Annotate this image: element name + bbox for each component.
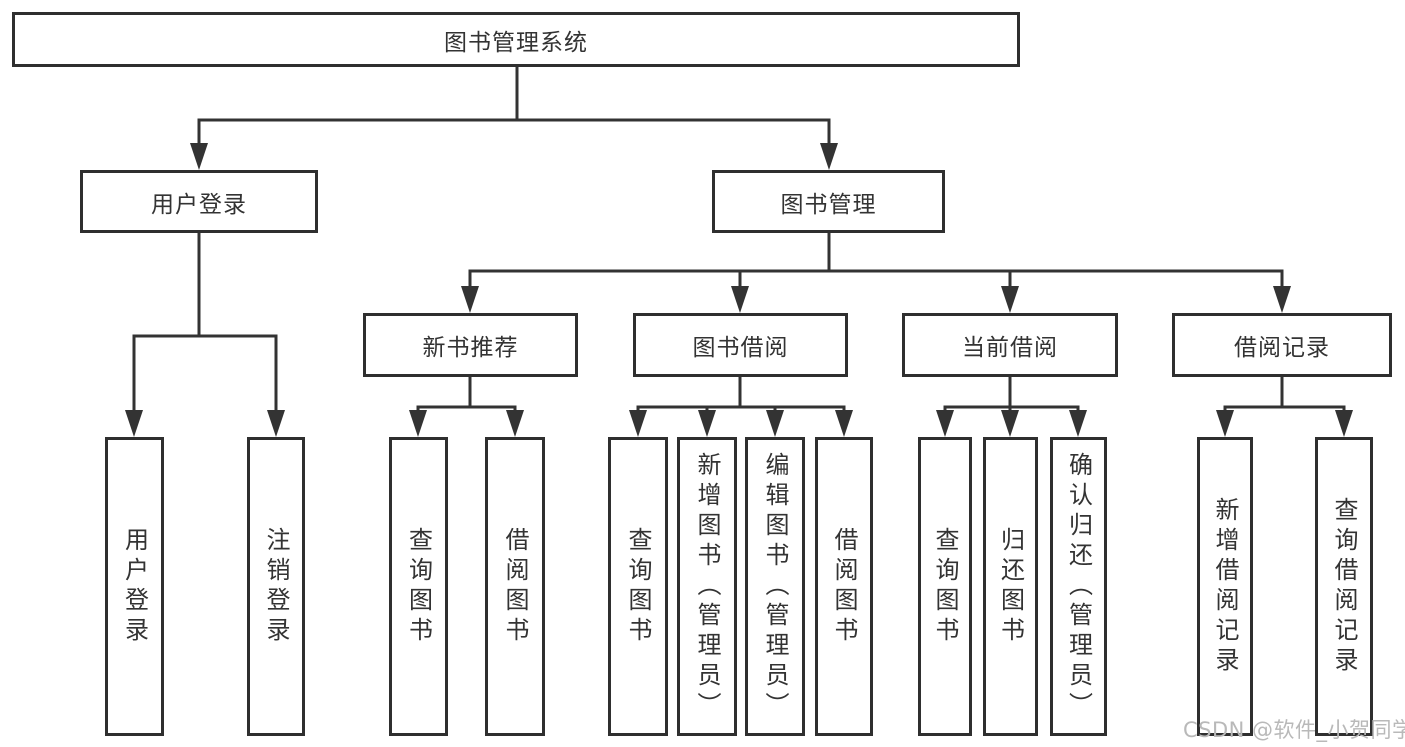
arrowheads [125,143,1353,437]
leaf-user-login-label: 用户登录 [120,526,149,647]
node-current-borrow-label: 当前借阅 [962,335,1058,361]
node-root-label: 图书管理系统 [444,29,588,56]
leaf-current-query-books-label: 查询图书 [931,526,959,647]
leaf-current-confirm-return-admin: 确认归还（管理员） [1050,437,1107,736]
leaf-current-confirm-return-admin-label: 确认归还（管理员） [1064,451,1093,722]
leaf-current-return-books-label: 归还图书 [996,526,1025,647]
leaf-newbook-borrow-books: 借阅图书 [485,437,545,736]
node-book-management-label: 图书管理 [780,191,877,218]
leaf-current-return-books: 归还图书 [983,437,1038,736]
leaf-newbook-query-books-label: 查询图书 [404,526,433,647]
node-new-book-recommend-label: 新书推荐 [422,335,519,361]
leaf-borrow-borrow-books-label: 借阅图书 [830,526,858,647]
leaf-newbook-query-books: 查询图书 [389,437,448,736]
leaf-newbook-borrow-books-label: 借阅图书 [501,526,529,647]
leaf-records-query-record-label: 查询借阅记录 [1330,496,1358,677]
leaf-borrow-add-books-admin-label: 新增图书（管理员） [693,451,721,722]
leaf-logout-label: 注销登录 [262,526,290,647]
leaf-user-login: 用户登录 [105,437,164,736]
node-borrow-records: 借阅记录 [1172,313,1392,377]
leaf-borrow-edit-books-admin-label: 编辑图书（管理员） [761,451,789,722]
node-new-book-recommend: 新书推荐 [363,313,578,377]
leaf-borrow-borrow-books: 借阅图书 [815,437,873,736]
leaf-logout: 注销登录 [247,437,305,736]
leaf-current-query-books: 查询图书 [918,437,972,736]
node-book-borrow-label: 图书借阅 [692,335,789,361]
node-borrow-records-label: 借阅记录 [1234,335,1330,361]
node-root-system: 图书管理系统 [12,12,1020,67]
leaf-borrow-query-books-label: 查询图书 [624,526,652,647]
node-book-management: 图书管理 [712,170,945,233]
node-current-borrow: 当前借阅 [902,313,1118,377]
leaf-records-add-record: 新增借阅记录 [1197,437,1253,736]
node-user-login-label: 用户登录 [151,191,247,218]
leaf-borrow-add-books-admin: 新增图书（管理员） [677,437,737,736]
node-book-borrow: 图书借阅 [633,313,848,377]
node-user-login: 用户登录 [80,170,318,233]
leaf-records-query-record: 查询借阅记录 [1315,437,1373,736]
leaf-borrow-query-books: 查询图书 [608,437,668,736]
leaf-borrow-edit-books-admin: 编辑图书（管理员） [745,437,805,736]
leaf-records-add-record-label: 新增借阅记录 [1211,496,1239,677]
csdn-watermark: CSDN @软件_小贺同学 [1183,718,1405,742]
connector-lines [132,66,1346,412]
